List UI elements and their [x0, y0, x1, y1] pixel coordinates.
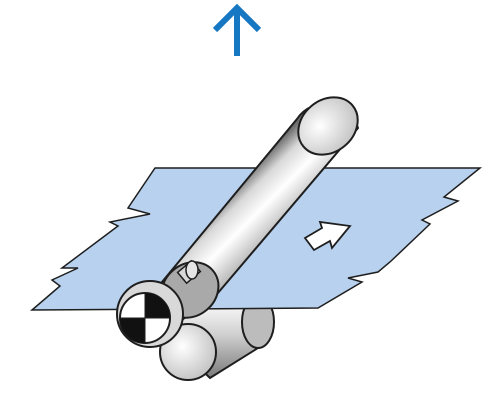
- arrow-right-outline-icon: [303, 220, 352, 252]
- top-roller: [160, 96, 360, 319]
- quadrant-target-icon: [116, 280, 184, 348]
- arrow-up-icon: [212, 3, 262, 56]
